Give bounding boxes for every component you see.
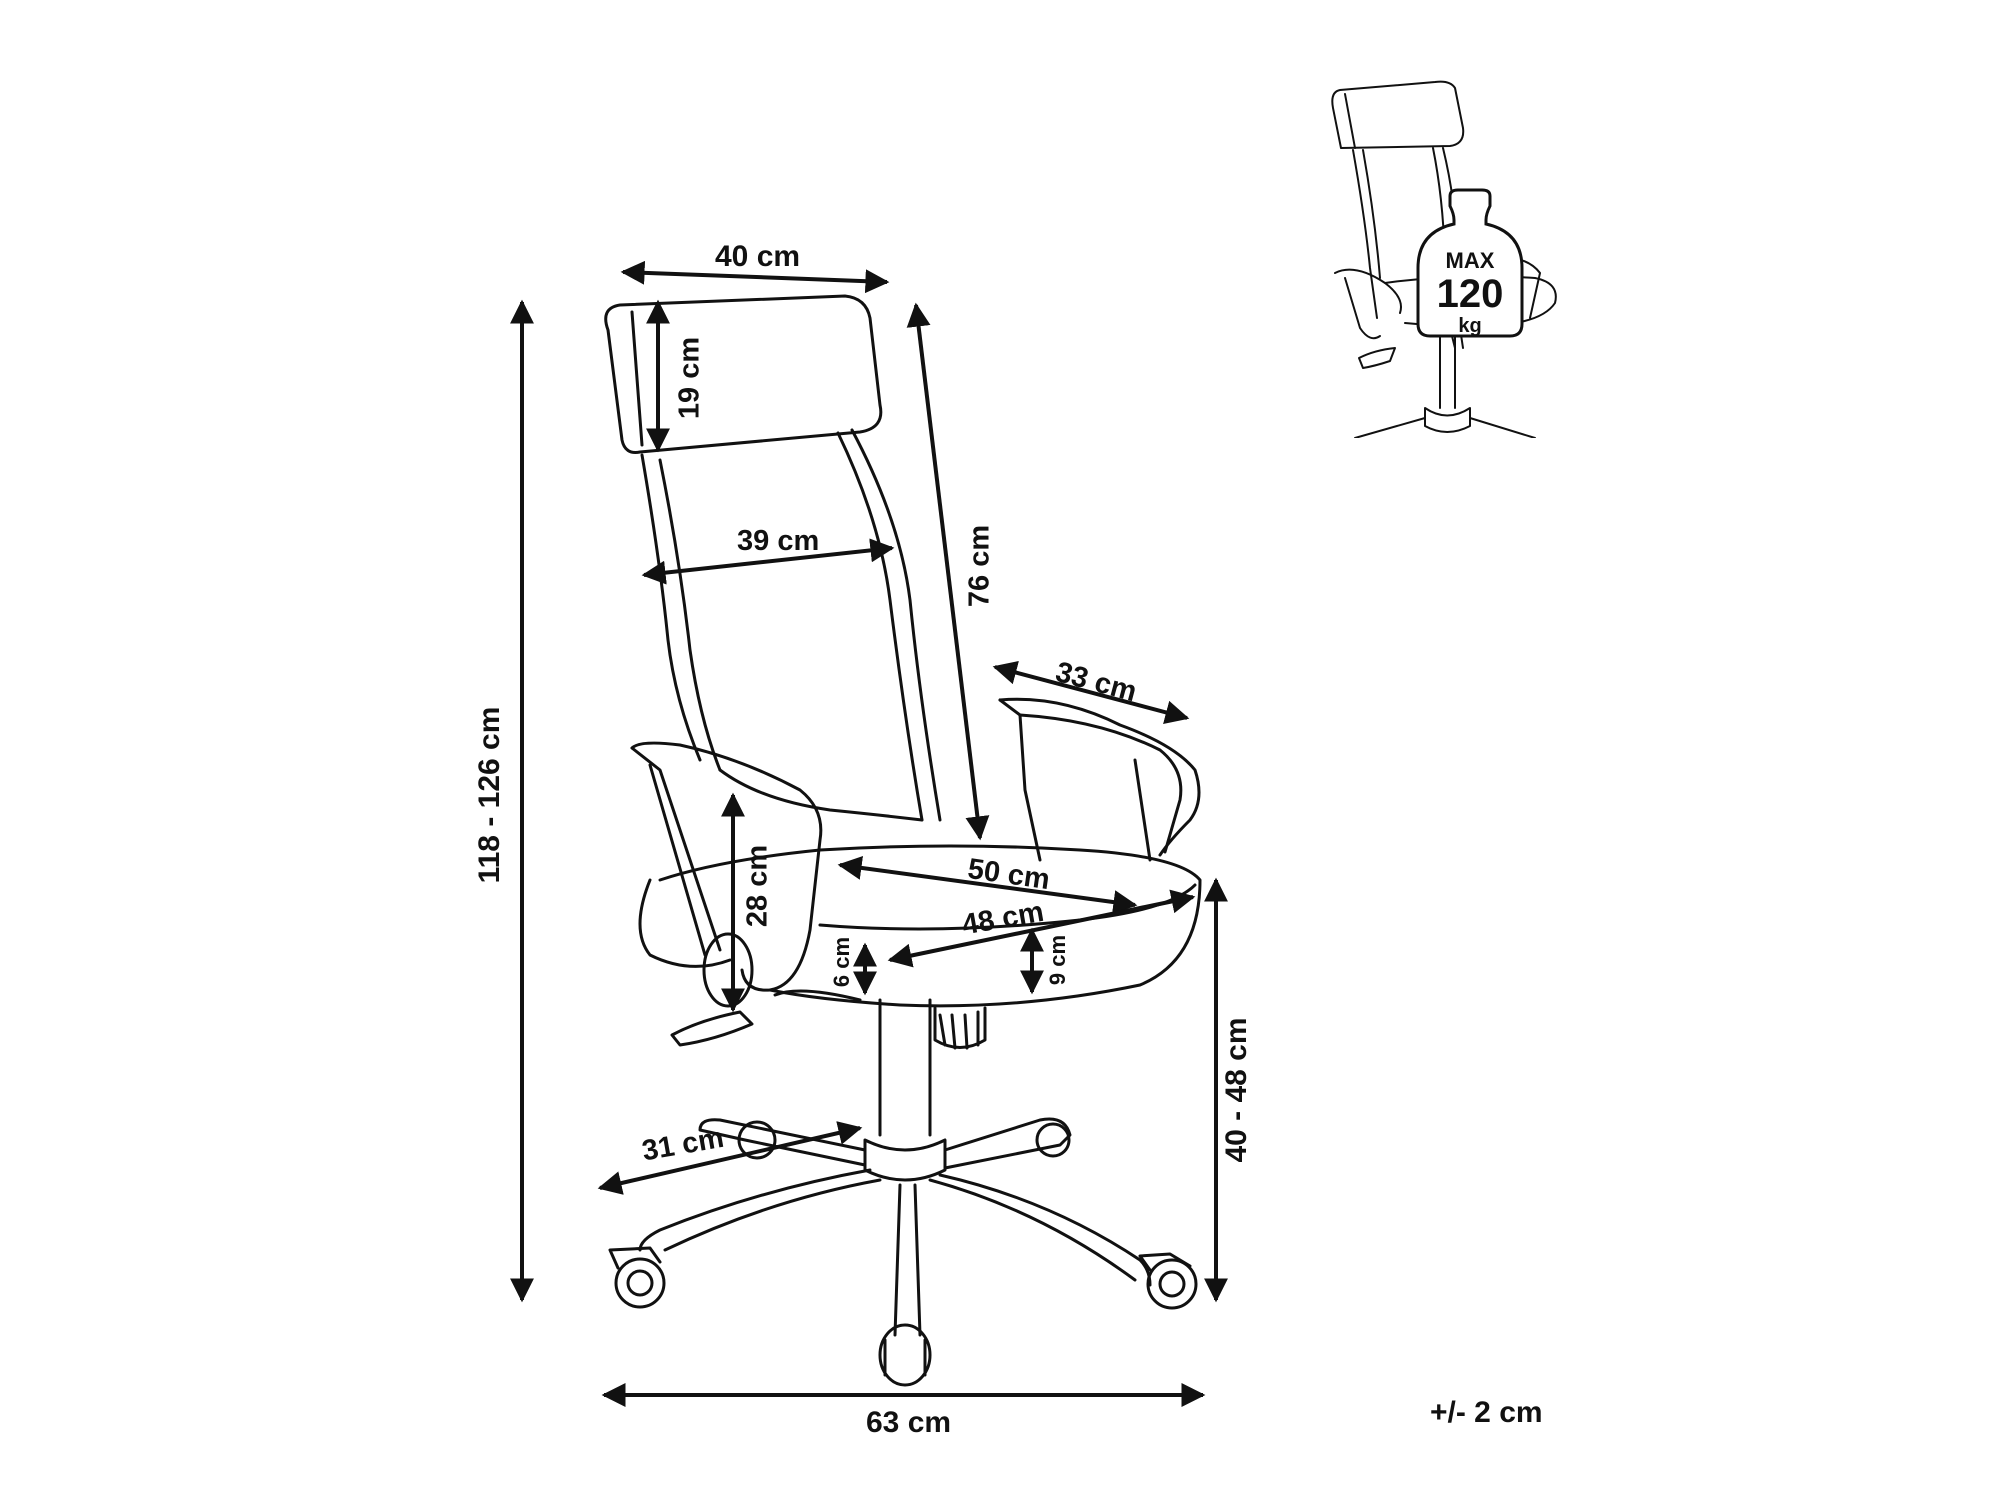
label-side-gap: 6 cm (829, 936, 854, 988)
label-base-width: 63 cm (866, 1406, 952, 1439)
arrow-backrest-height (906, 302, 990, 841)
label-backrest-height: 76 cm (963, 524, 996, 608)
label-seat-thickness: 9 cm (1045, 934, 1070, 986)
weight-badge-icon (1416, 188, 1524, 338)
arrow-leg-length (597, 1121, 863, 1195)
arrow-armrest-length (992, 660, 1190, 725)
label-seat-to-armrest: 28 cm (741, 844, 774, 928)
load-badge-max: MAX (1445, 248, 1495, 273)
label-tolerance: +/- 2 cm (1430, 1396, 1543, 1429)
chair-outline (604, 294, 1202, 1387)
label-backrest-width: 39 cm (737, 525, 820, 557)
load-badge-value: 120 (1436, 272, 1504, 316)
arrow-backrest-width (641, 538, 895, 585)
label-headrest-height: 19 cm (673, 336, 706, 420)
label-headrest-width: 40 cm (715, 240, 801, 273)
label-seat-height: 40 - 48 cm (1220, 1017, 1253, 1163)
arrow-headrest-width (620, 260, 890, 294)
label-total-height: 118 - 126 cm (473, 706, 506, 884)
dimension-arrows (510, 260, 1228, 1407)
load-badge-unit: kg (1458, 315, 1482, 337)
